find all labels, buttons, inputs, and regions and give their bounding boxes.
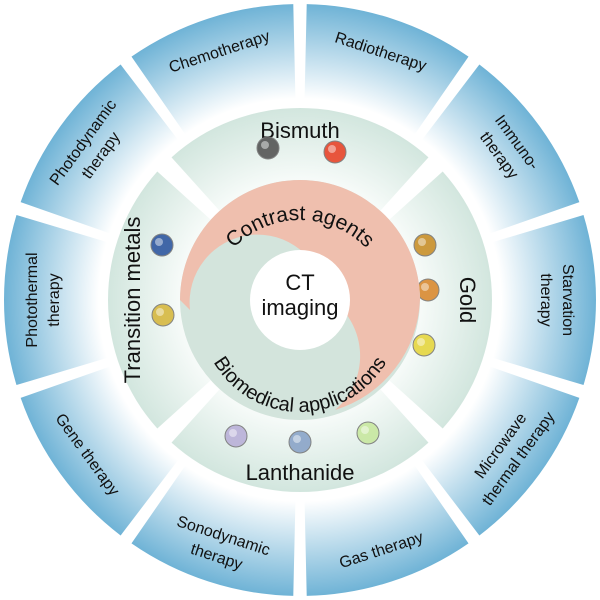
therapy-label: therapy	[537, 273, 554, 326]
nanoparticle-bismuth-sphere-icon	[256, 136, 280, 160]
material-segment-lanthanide: Lanthanide	[171, 389, 429, 493]
material-label: Transition metals	[120, 217, 145, 384]
therapy-label: therapy	[46, 273, 63, 326]
therapy-segment-bg	[131, 4, 296, 136]
material-segment-bg	[171, 108, 429, 211]
therapy-segment: Photothermal therapy	[4, 214, 109, 386]
therapy-segment-bg	[20, 366, 179, 536]
material-segment-bismuth: Bismuth	[171, 108, 429, 211]
therapy-segment-bg	[304, 464, 469, 596]
center-title-line1: CT	[285, 270, 314, 295]
therapy-segment-bg	[304, 4, 469, 136]
center-circle	[250, 250, 350, 350]
material-segment-bg	[107, 171, 211, 429]
therapy-segment-bg	[131, 464, 296, 596]
nanoparticle-gold-cluster-icon	[413, 233, 437, 257]
center-title-line2: imaging	[261, 295, 338, 320]
nanoparticle-gold-flower-icon	[412, 333, 436, 357]
therapy-segment-bg	[4, 214, 109, 386]
therapy-segment: Immuno-therapy	[421, 64, 580, 234]
material-label: Gold	[455, 277, 480, 323]
therapy-segment: Gas therapy	[304, 464, 469, 596]
nanoparticle-bismuth-red-icon	[323, 140, 347, 164]
material-segment-gold: Gold	[389, 171, 493, 429]
nanoparticle-transition-sphere-icon	[150, 233, 174, 257]
material-segment-transition-metals: Transition metals	[107, 171, 211, 429]
nanoparticle-lanthanide-capsule-icon	[288, 430, 312, 454]
nanoparticle-lanthanide-core-icon	[356, 421, 380, 445]
material-segment-bg	[389, 171, 493, 429]
contrast-agents-segment	[180, 180, 420, 410]
therapy-label: Starvation	[559, 264, 576, 336]
therapy-segment: Starvation therapy	[491, 214, 596, 386]
nanoparticle-lanthanide-shell-icon	[224, 424, 248, 448]
therapy-segment-bg	[421, 366, 580, 536]
therapy-segment: Gene therapy	[20, 366, 179, 536]
therapy-segment: Chemotherapy	[131, 4, 296, 136]
therapy-segment-bg	[20, 64, 179, 234]
nanoparticle-transition-sheet-icon	[151, 303, 175, 327]
therapy-segment-bg	[421, 64, 580, 234]
therapy-segment-bg	[491, 214, 596, 386]
material-label: Lanthanide	[246, 460, 355, 485]
nanoparticle-gold-star-icon	[416, 278, 440, 302]
therapy-label: Photothermal	[24, 252, 41, 347]
therapy-segment: Radiotherapy	[304, 4, 469, 136]
